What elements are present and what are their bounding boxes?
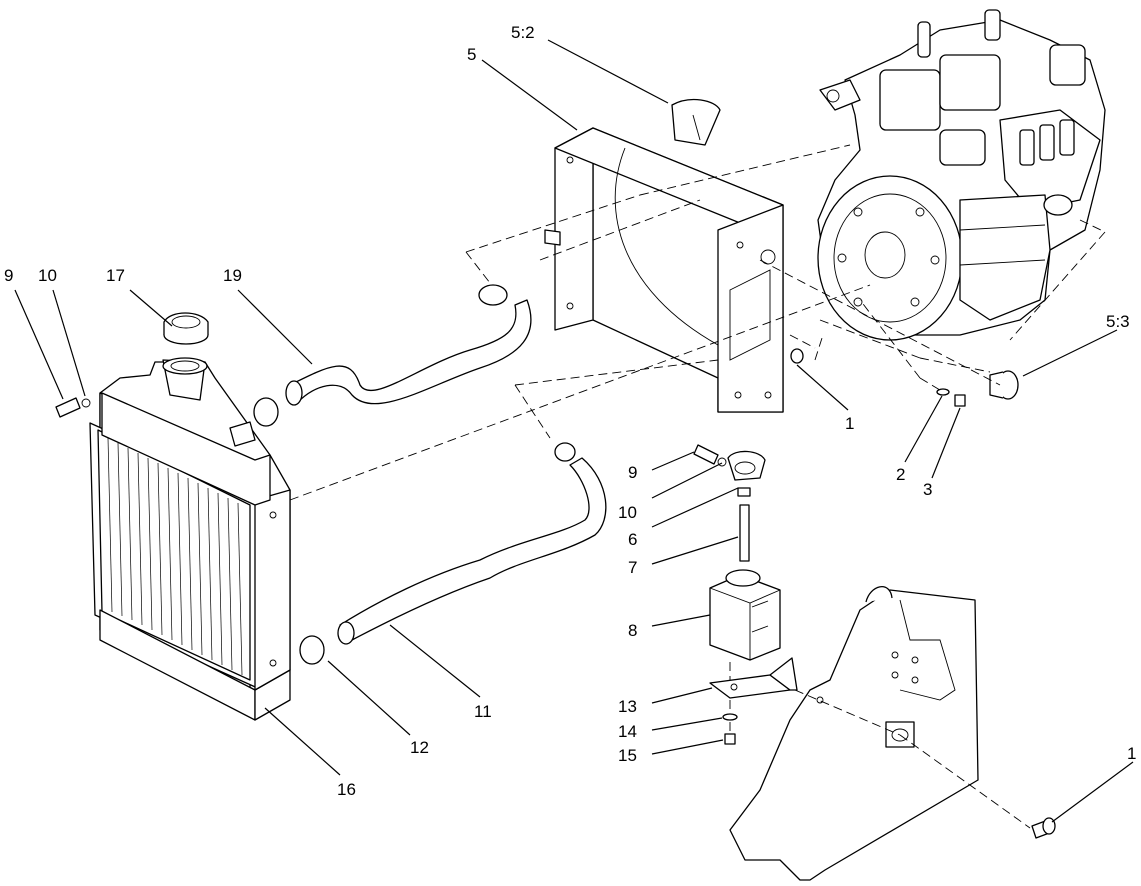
callout-17: 17 (106, 266, 125, 285)
radiator (89, 357, 291, 721)
callout-9-left: 9 (4, 266, 13, 285)
callout-19: 19 (223, 266, 242, 285)
leader-lines (14, 39, 1134, 823)
callout-14: 14 (618, 722, 637, 741)
assembly-dash-lines (289, 144, 1106, 829)
callout-9-right: 9 (628, 463, 637, 482)
upper-hose (253, 284, 532, 427)
callout-2: 2 (896, 465, 905, 484)
callout-8: 8 (628, 621, 637, 640)
plug-5-3 (989, 370, 1019, 400)
callout-7: 7 (628, 558, 637, 577)
callout-10-right: 10 (618, 503, 637, 522)
overflow-bottle-assembly (693, 444, 798, 745)
engine-assembly (817, 9, 1106, 341)
callout-5: 5 (467, 45, 476, 64)
radiator-fins (107, 437, 243, 676)
overflow-tube-left (55, 397, 91, 418)
callout-1-frame: 1 (1127, 744, 1136, 763)
callout-12: 12 (410, 738, 429, 757)
callout-5-3: 5:3 (1106, 312, 1130, 331)
callout-labels: 5:2 5 9 10 17 19 5:3 1 2 3 9 10 6 7 8 13… (4, 23, 1136, 799)
callout-6: 6 (628, 530, 637, 549)
callout-3: 3 (923, 480, 932, 499)
bolt-lower-right (1031, 817, 1056, 839)
callout-11: 11 (474, 702, 492, 721)
lower-hose (299, 442, 607, 665)
callout-1-shroud: 1 (845, 414, 854, 433)
callout-5-2: 5:2 (511, 23, 535, 42)
fan-shroud (544, 98, 784, 413)
shroud-hardware (790, 348, 966, 407)
radiator-cap (163, 312, 209, 345)
callout-15: 15 (618, 746, 637, 765)
frame-panel (729, 586, 979, 881)
callout-10-left: 10 (38, 266, 57, 285)
callout-16: 16 (337, 780, 356, 799)
callout-13: 13 (618, 697, 637, 716)
